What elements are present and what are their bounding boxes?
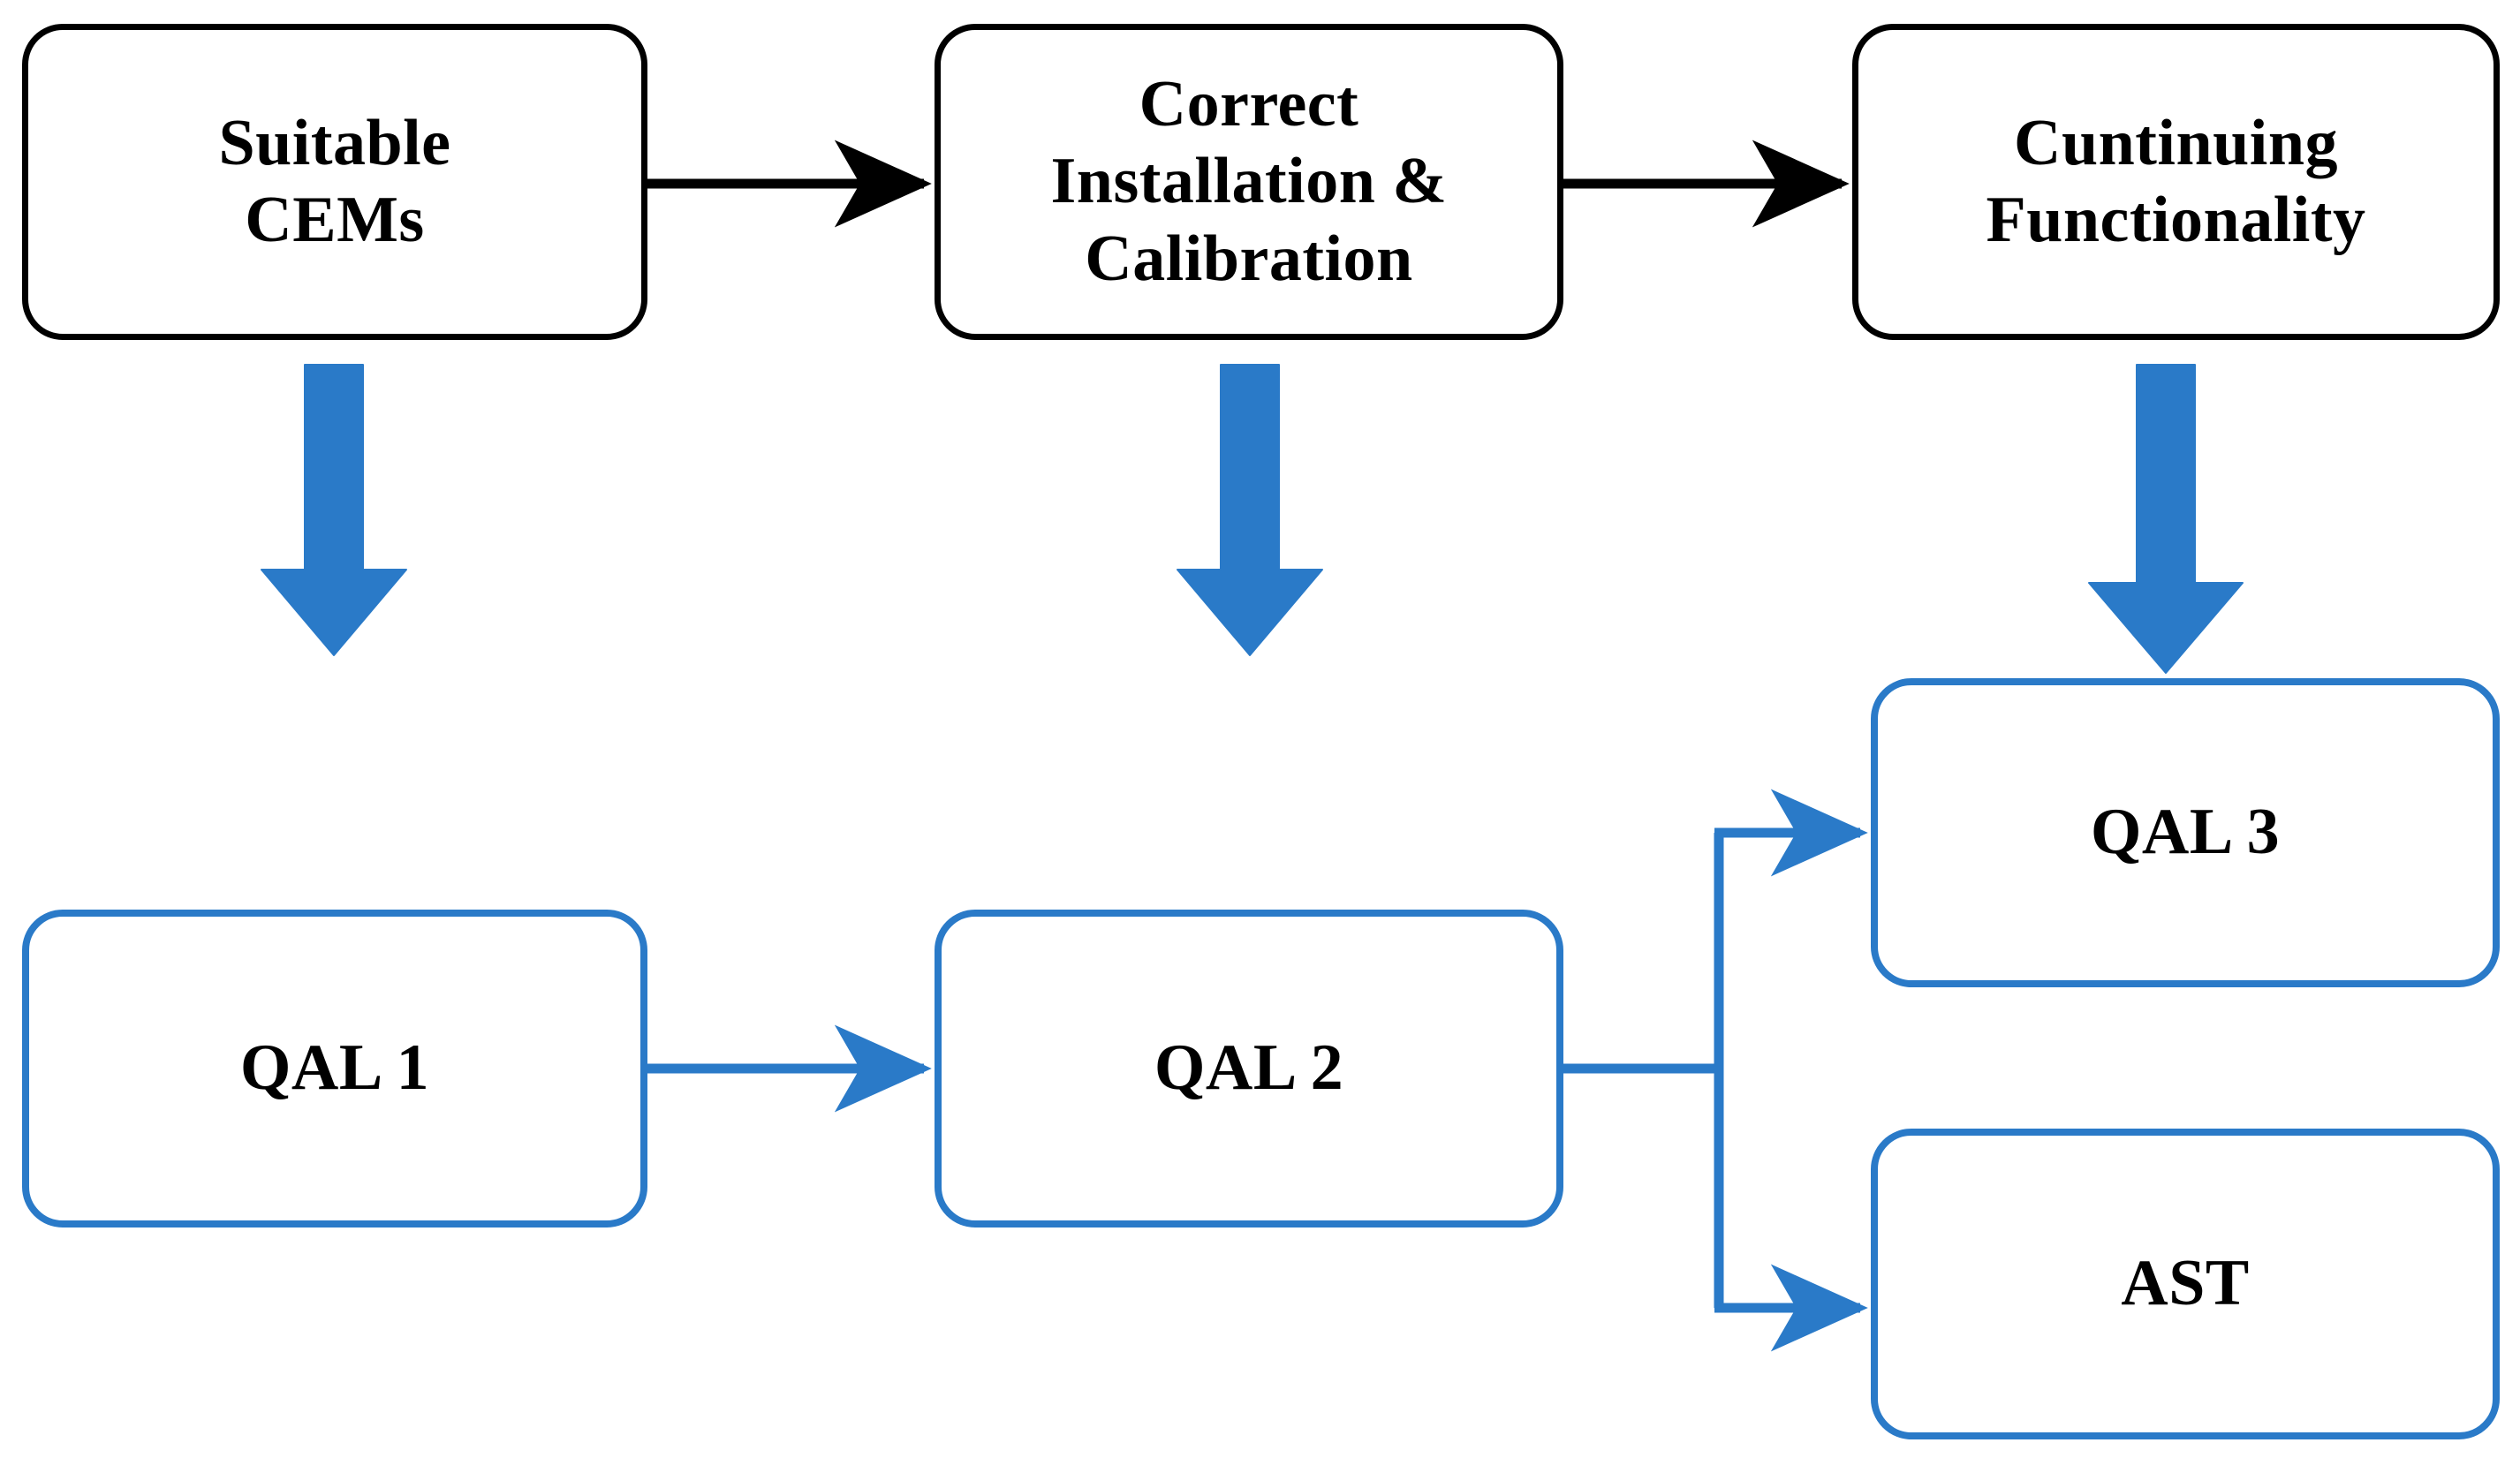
connector-suitable-to-qal1: [261, 364, 407, 656]
node-label: AST: [2121, 1247, 2250, 1320]
node-label: Correct Installation & Calibration: [1050, 68, 1448, 295]
connector-qal2-split: [1563, 789, 1868, 1352]
node-label: QAL 3: [2090, 796, 2281, 869]
node-label: QAL 1: [239, 1031, 430, 1105]
node-ast[interactable]: AST: [1871, 1129, 2500, 1439]
node-qal-3[interactable]: QAL 3: [1871, 678, 2500, 987]
node-suitable-cems[interactable]: Suitable CEMs: [22, 24, 647, 340]
node-label: Suitable CEMs: [218, 106, 451, 256]
node-qal-1[interactable]: QAL 1: [22, 910, 647, 1228]
connector-continuing-to-qal3: [2088, 364, 2244, 674]
node-label: Cuntinuing Functionality: [1986, 106, 2366, 256]
node-qal-2[interactable]: QAL 2: [935, 910, 1563, 1228]
node-correct-installation-calibration[interactable]: Correct Installation & Calibration: [935, 24, 1563, 340]
node-label: QAL 2: [1154, 1031, 1344, 1105]
node-continuing-functionality[interactable]: Cuntinuing Functionality: [1852, 24, 2500, 340]
connector-correct-to-qal2: [1177, 364, 1323, 656]
